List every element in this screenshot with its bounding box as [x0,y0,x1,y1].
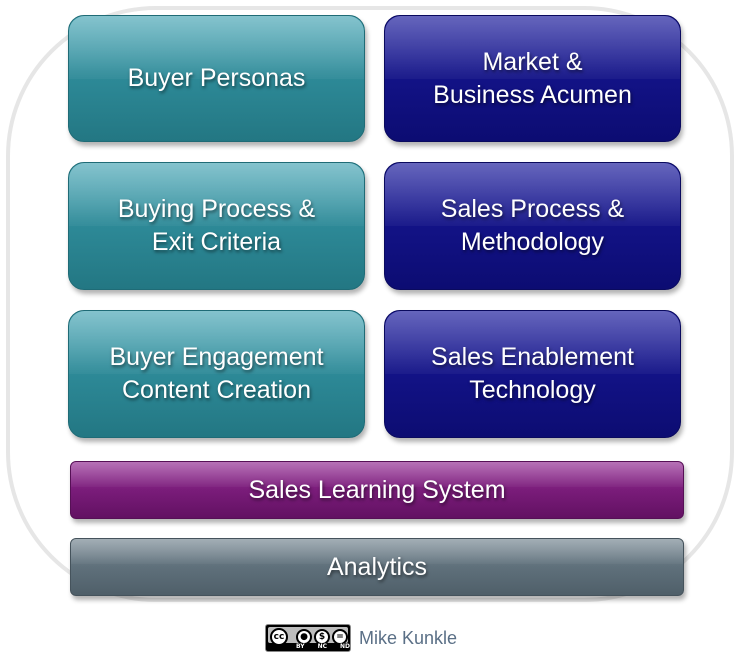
license-tag-by: BY [296,643,305,650]
analytics-bar: Analytics [70,538,684,596]
buyer-personas-box: Buyer Personas [68,15,365,142]
buyer-engagement-label: Buyer Engagement Content Creation [109,343,324,404]
creative-commons-license-icon: cc ● $ = BY NC ND [265,624,351,652]
market-business-acumen-label: Market & Business Acumen [433,47,632,109]
license-tag-nd: ND [339,643,350,650]
rounded-outline-frame [6,6,734,602]
sales-enablement-box: Sales Enablement Technology [384,310,681,438]
cc-logo-icon: cc [270,628,288,646]
market-business-acumen-box: Market & Business Acumen [384,15,681,142]
license-tag-nc: NC [317,643,327,650]
noderivatives-icon: = [332,629,348,645]
buying-process-box: Buying Process & Exit Criteria [68,162,365,290]
sales-enablement-label: Sales Enablement Technology [431,343,634,404]
buyer-personas-label: Buyer Personas [127,64,306,92]
noncommercial-icon: $ [314,629,330,645]
sales-process-box: Sales Process & Methodology [384,162,681,290]
sales-learning-system-bar: Sales Learning System [70,461,684,519]
sales-learning-system-label: Sales Learning System [248,475,506,504]
buyer-engagement-box: Buyer Engagement Content Creation [68,310,365,438]
attribution-icon: ● [296,629,312,645]
buying-process-label: Buying Process & Exit Criteria [117,195,316,256]
analytics-label: Analytics [326,552,428,581]
author-name: Mike Kunkle [359,627,458,648]
sales-process-label: Sales Process & Methodology [440,195,625,256]
credit-line: cc ● $ = BY NC ND Mike Kunkle [265,623,457,653]
